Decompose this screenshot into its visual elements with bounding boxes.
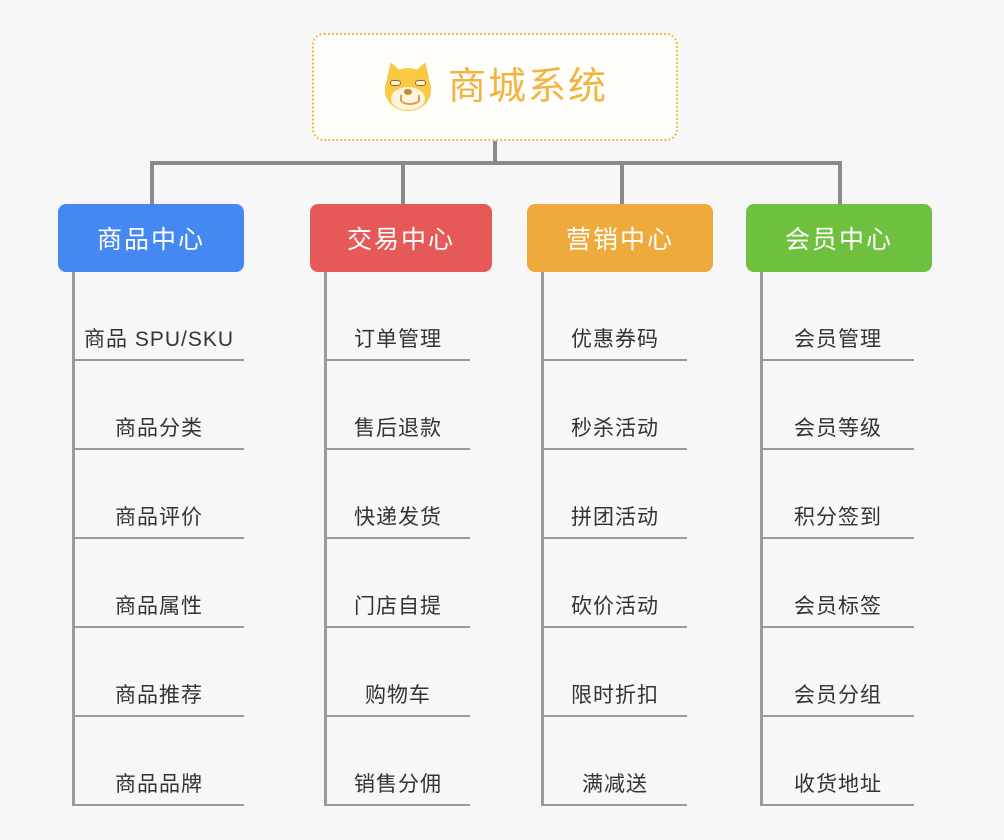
leaf-item[interactable]: 限时折扣 (543, 628, 687, 717)
leaf-item[interactable]: 订单管理 (326, 272, 470, 361)
leaf-list-product-center: 商品 SPU/SKU 商品分类 商品评价 商品属性 商品推荐 商品品牌 (58, 272, 244, 806)
category-header-trade-center[interactable]: 交易中心 (310, 204, 492, 272)
leaf-item[interactable]: 砍价活动 (543, 539, 687, 628)
column-marketing-center: 营销中心 优惠券码 秒杀活动 拼团活动 砍价活动 限时折扣 满减送 (527, 204, 713, 806)
leaf-item[interactable]: 秒杀活动 (543, 361, 687, 450)
leaf-item[interactable]: 收货地址 (762, 717, 914, 806)
leaf-item[interactable]: 售后退款 (326, 361, 470, 450)
leaf-item[interactable]: 会员分组 (762, 628, 914, 717)
connector-drop-2 (401, 161, 405, 206)
connector-bus-bar (150, 161, 840, 165)
connector-drop-3 (620, 161, 624, 206)
leaf-spine (72, 272, 75, 806)
connector-drop-1 (150, 161, 154, 206)
leaf-item[interactable]: 商品评价 (74, 450, 244, 539)
leaf-list-member-center: 会员管理 会员等级 积分签到 会员标签 会员分组 收货地址 (746, 272, 914, 806)
column-trade-center: 交易中心 订单管理 售后退款 快递发货 门店自提 购物车 销售分佣 (310, 204, 492, 806)
leaf-item[interactable]: 优惠券码 (543, 272, 687, 361)
leaf-item[interactable]: 商品分类 (74, 361, 244, 450)
leaf-item[interactable]: 商品 SPU/SKU (74, 272, 244, 361)
column-product-center: 商品中心 商品 SPU/SKU 商品分类 商品评价 商品属性 商品推荐 商品品牌 (58, 204, 244, 806)
leaf-item[interactable]: 会员标签 (762, 539, 914, 628)
leaf-item[interactable]: 商品品牌 (74, 717, 244, 806)
leaf-list-trade-center: 订单管理 售后退款 快递发货 门店自提 购物车 销售分佣 (310, 272, 470, 806)
root-node-mall-system[interactable]: 商城系统 (312, 33, 678, 141)
leaf-item[interactable]: 积分签到 (762, 450, 914, 539)
category-header-marketing-center[interactable]: 营销中心 (527, 204, 713, 272)
category-label: 营销中心 (565, 226, 674, 254)
leaf-item[interactable]: 会员等级 (762, 361, 914, 450)
category-header-product-center[interactable]: 商品中心 (58, 204, 244, 272)
category-header-member-center[interactable]: 会员中心 (746, 204, 932, 272)
leaf-item[interactable]: 会员管理 (762, 272, 914, 361)
leaf-list-marketing-center: 优惠券码 秒杀活动 拼团活动 砍价活动 限时折扣 满减送 (527, 272, 687, 806)
leaf-spine (324, 272, 327, 806)
category-label: 交易中心 (346, 226, 455, 254)
leaf-item[interactable]: 商品推荐 (74, 628, 244, 717)
leaf-item[interactable]: 快递发货 (326, 450, 470, 539)
leaf-item[interactable]: 购物车 (326, 628, 470, 717)
root-node-title: 商城系统 (447, 66, 608, 108)
column-member-center: 会员中心 会员管理 会员等级 积分签到 会员标签 会员分组 收货地址 (746, 204, 932, 806)
leaf-item[interactable]: 销售分佣 (326, 717, 470, 806)
leaf-spine (541, 272, 544, 806)
category-label: 商品中心 (96, 226, 205, 254)
leaf-spine (760, 272, 763, 806)
leaf-item[interactable]: 拼团活动 (543, 450, 687, 539)
leaf-item[interactable]: 门店自提 (326, 539, 470, 628)
leaf-item[interactable]: 商品属性 (74, 539, 244, 628)
leaf-item[interactable]: 满减送 (543, 717, 687, 806)
category-label: 会员中心 (784, 226, 893, 254)
connector-drop-4 (838, 161, 842, 206)
dog-face-icon (382, 59, 434, 113)
connector-root-stem (493, 141, 497, 163)
